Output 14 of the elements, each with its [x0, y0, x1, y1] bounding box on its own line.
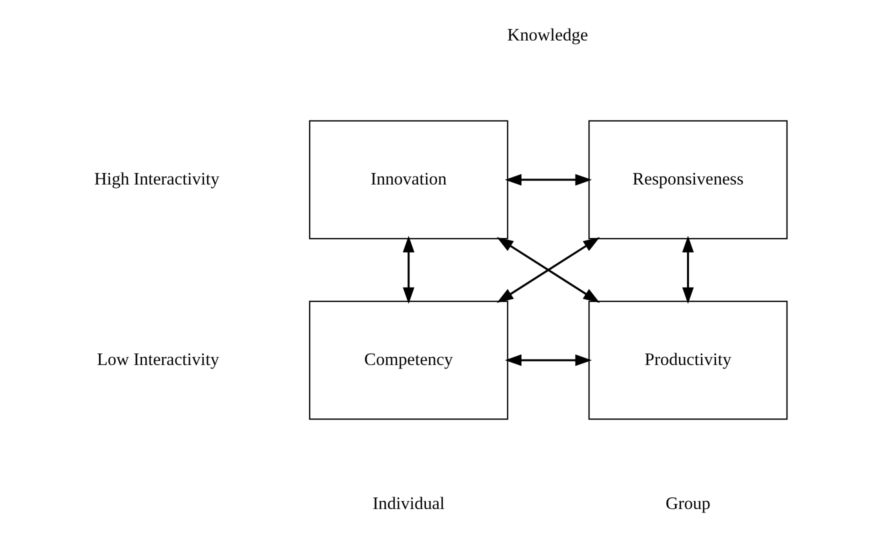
- arrow: [496, 237, 600, 303]
- arrow: [504, 174, 592, 186]
- node-box: Productivity: [588, 300, 788, 420]
- node-box: Innovation: [308, 120, 508, 240]
- label: Group: [665, 492, 710, 513]
- node-box: Responsiveness: [588, 120, 788, 240]
- label: Low Interactivity: [96, 348, 219, 369]
- label: High Interactivity: [94, 168, 219, 188]
- arrow: [682, 236, 694, 304]
- label: Knowledge: [506, 24, 588, 44]
- label: Individual: [372, 492, 444, 513]
- arrow: [402, 236, 414, 304]
- arrow: [504, 354, 592, 366]
- node-box: Competency: [308, 300, 508, 420]
